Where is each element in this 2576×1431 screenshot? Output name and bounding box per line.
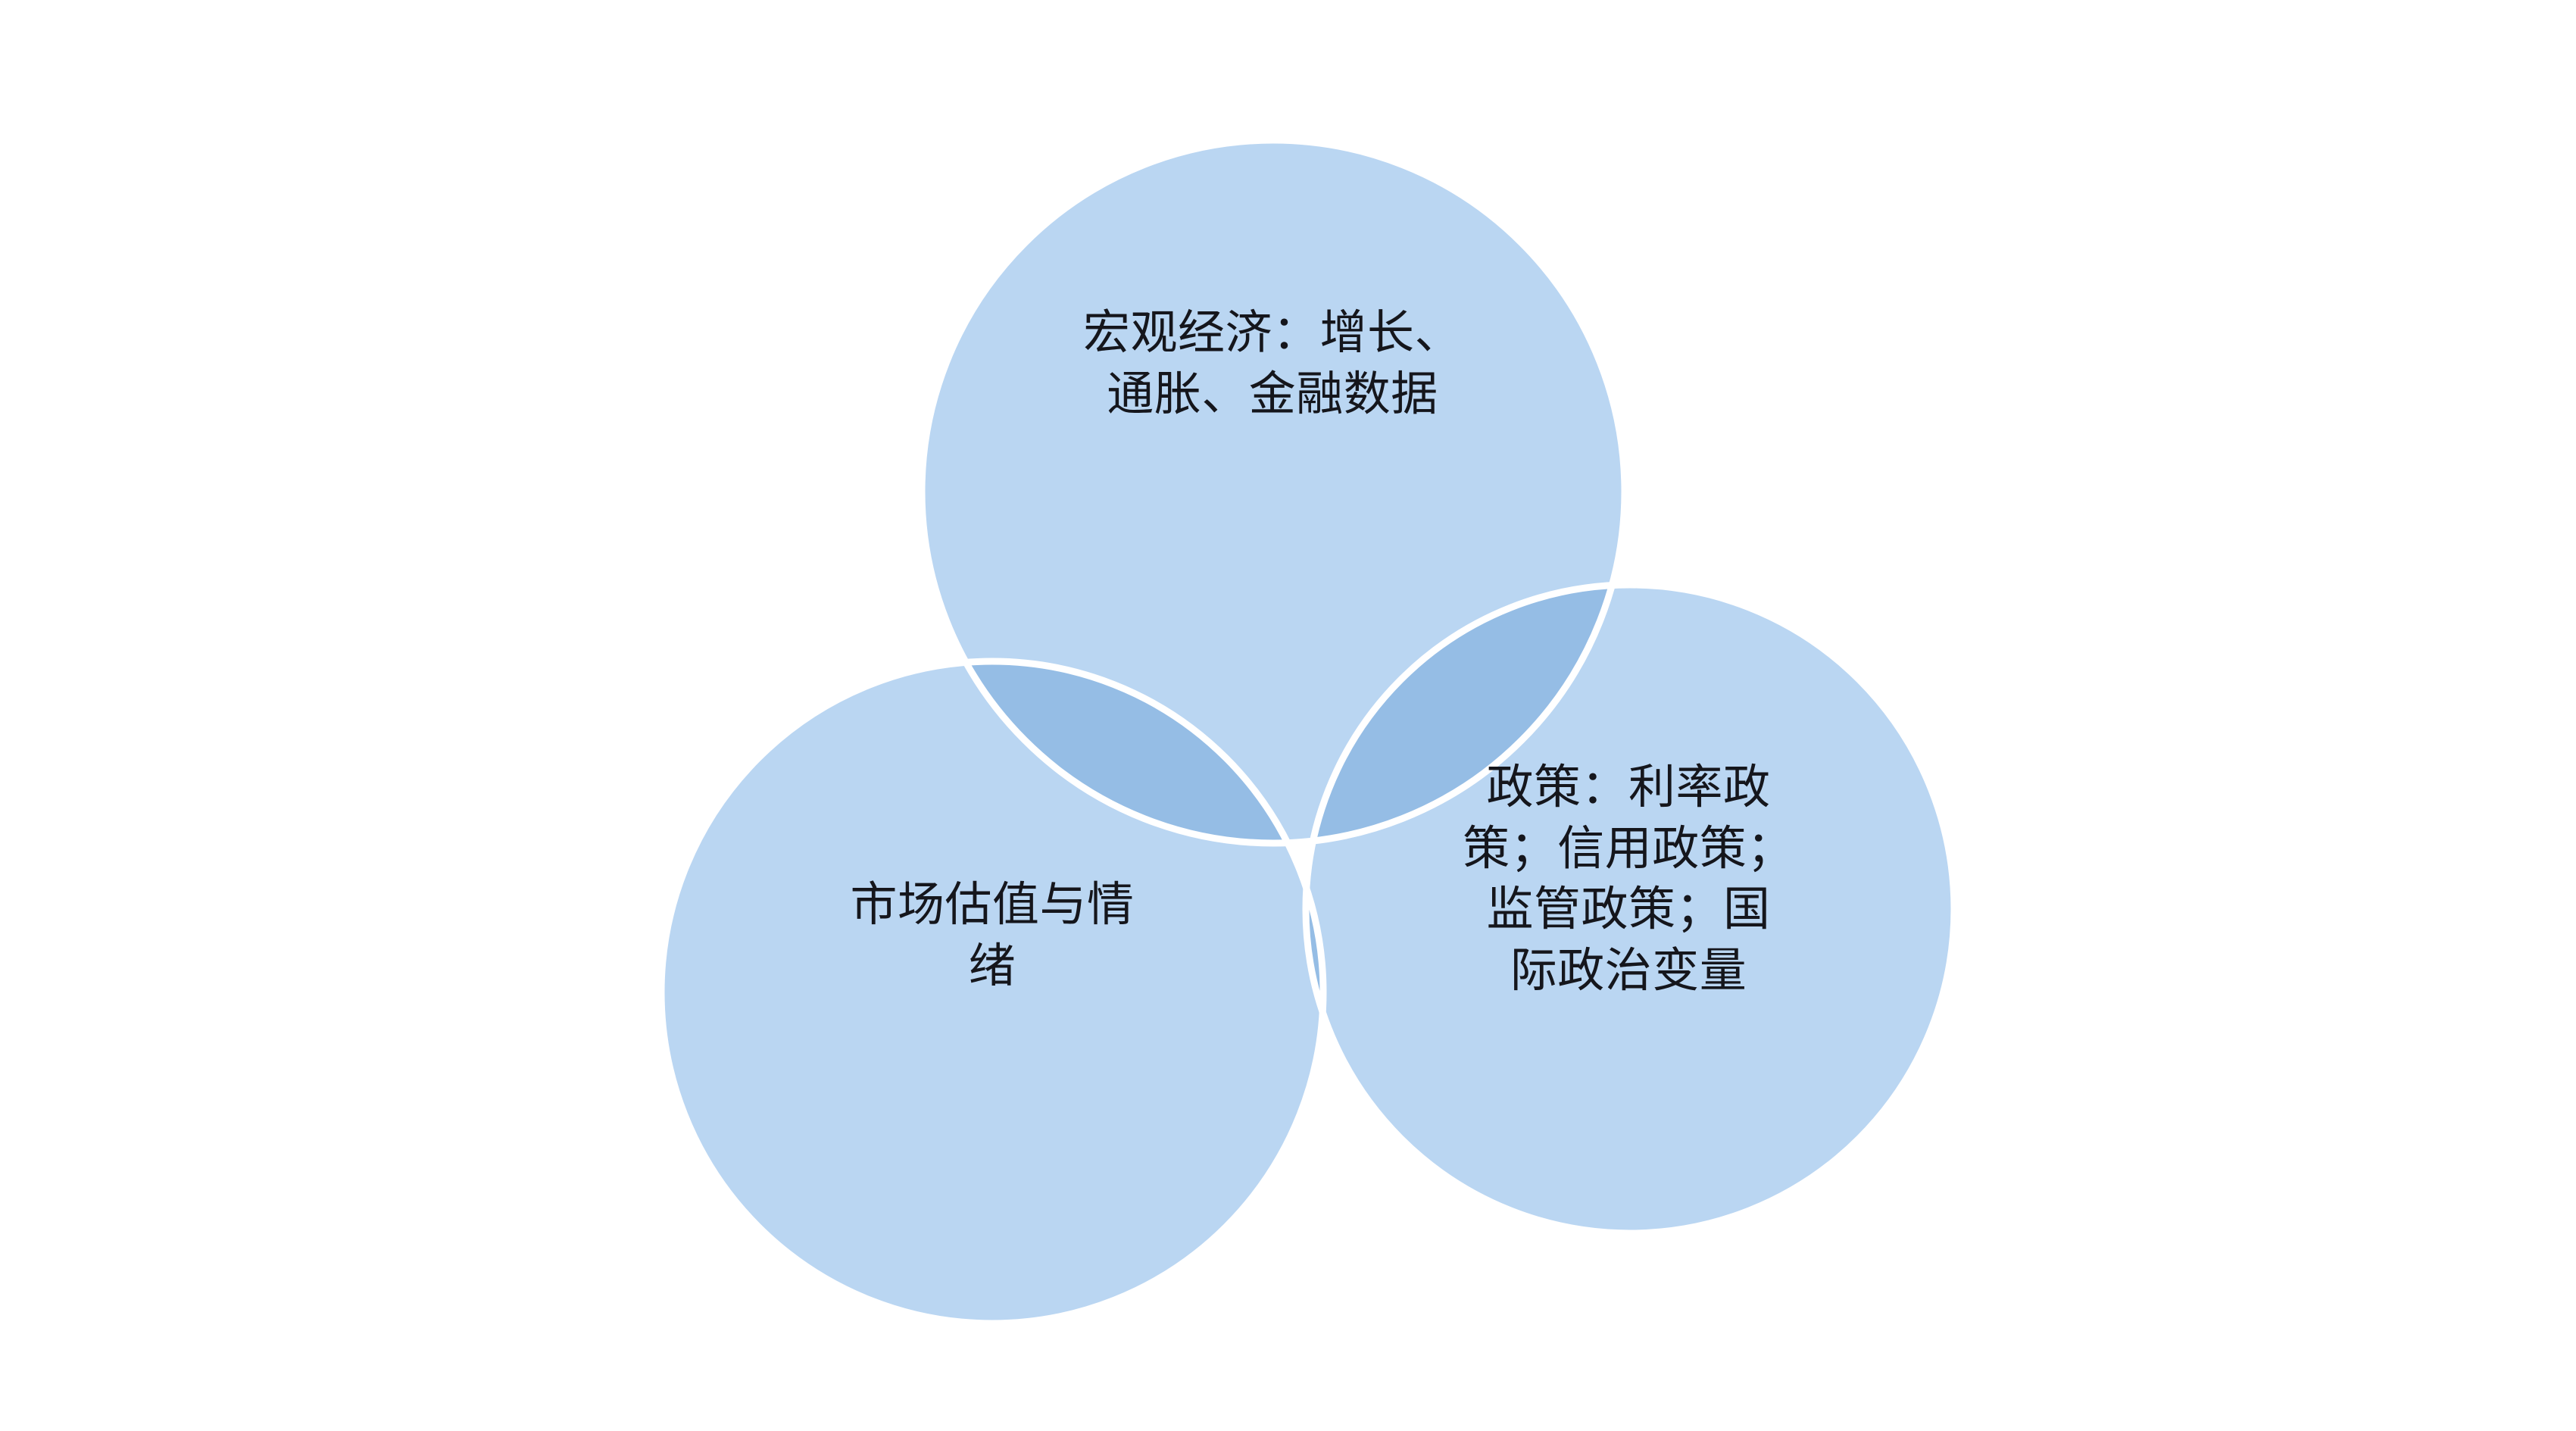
circle-policy-outline xyxy=(1302,581,1958,1237)
overlap-macro-policy xyxy=(1306,585,1625,843)
circle-market-outline xyxy=(657,658,1327,1327)
circle-policy-fill xyxy=(1306,585,1954,1233)
circle-macro-outline xyxy=(918,136,1628,847)
